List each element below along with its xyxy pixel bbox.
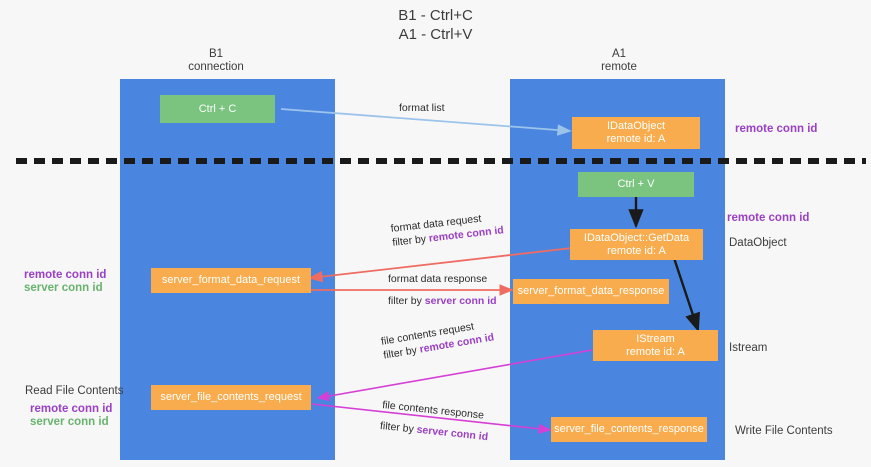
flow-label-format-list: format list bbox=[399, 102, 445, 114]
node-ctrl-c[interactable]: Ctrl + C bbox=[160, 95, 275, 123]
node-server-format-data-request[interactable]: server_format_data_request bbox=[151, 268, 311, 293]
node-istream-line1: IStream bbox=[636, 332, 675, 345]
node-istream-line2: remote id: A bbox=[626, 345, 685, 358]
node-server-file-contents-response-label: server_file_contents_response bbox=[554, 423, 704, 435]
right-label-remote-conn-id-mid: remote conn id bbox=[727, 212, 810, 224]
column-header-b1-name: B1 bbox=[208, 48, 224, 60]
node-server-file-contents-response[interactable]: server_file_contents_response bbox=[551, 417, 707, 442]
node-ctrl-v-label: Ctrl + V bbox=[617, 178, 655, 190]
left-label-read-file-contents: Read File Contents bbox=[25, 385, 124, 397]
column-header-b1: B1 connection bbox=[136, 48, 296, 74]
right-label-remote-conn-id-top: remote conn id bbox=[735, 123, 818, 135]
arrow-file-contents-response bbox=[311, 403, 552, 434]
node-getdata[interactable]: IDataObject::GetData remote id: A bbox=[570, 229, 703, 260]
node-server-file-contents-request-label: server_file_contents_request bbox=[160, 391, 302, 403]
node-idataobject-line2: remote id: A bbox=[606, 133, 666, 145]
flow-label-format-data-response-line1: format data response bbox=[388, 273, 488, 285]
flow-label-format-data-response-line2: filter by server conn id bbox=[388, 294, 497, 308]
node-ctrl-c-label: Ctrl + C bbox=[198, 102, 237, 115]
node-server-format-data-response-label: server_format_data_response bbox=[517, 285, 665, 297]
node-istream[interactable]: IStream remote id: A bbox=[593, 330, 718, 361]
left-label-server-conn-id-1: server conn id bbox=[24, 282, 103, 294]
flow-label-fdresp-prefix: filter by bbox=[388, 295, 425, 307]
node-idataobject-line1: IDataObject bbox=[606, 120, 666, 132]
title-line-2: A1 - Ctrl+V bbox=[398, 26, 473, 43]
arrow-getdata-to-istream bbox=[672, 257, 700, 333]
column-header-a1-sub: remote bbox=[601, 61, 637, 73]
right-label-write-file-contents: Write File Contents bbox=[735, 425, 833, 437]
node-ctrl-v[interactable]: Ctrl + V bbox=[578, 172, 694, 197]
node-server-file-contents-request[interactable]: server_file_contents_request bbox=[151, 385, 311, 410]
node-getdata-line2: remote id: A bbox=[607, 244, 666, 257]
arrow-format-list bbox=[280, 108, 572, 136]
arrow-format-data-request bbox=[308, 247, 573, 283]
left-label-server-conn-id-2: server conn id bbox=[30, 416, 109, 428]
left-label-remote-conn-id-2: remote conn id bbox=[30, 403, 113, 415]
node-server-format-data-response[interactable]: server_format_data_response bbox=[513, 279, 669, 304]
title-line-1: B1 - Ctrl+C bbox=[398, 7, 473, 24]
column-header-a1-name: A1 bbox=[611, 48, 627, 60]
arrow-file-contents-request bbox=[316, 349, 593, 402]
node-idataobject[interactable]: IDataObject remote id: A bbox=[572, 117, 700, 149]
column-header-a1: A1 remote bbox=[539, 48, 699, 74]
flow-label-fdresp-key: server conn id bbox=[424, 295, 497, 307]
node-getdata-line1: IDataObject::GetData bbox=[583, 231, 690, 244]
flow-label-format-data-response: format data response filter by server co… bbox=[388, 272, 497, 308]
left-label-remote-conn-id-1: remote conn id bbox=[24, 269, 107, 281]
right-label-dataobject: DataObject bbox=[729, 237, 787, 249]
right-label-istream: Istream bbox=[729, 342, 768, 354]
page-title: B1 - Ctrl+C A1 - Ctrl+V bbox=[0, 6, 871, 44]
column-header-b1-sub: connection bbox=[188, 61, 244, 73]
node-server-format-data-request-label: server_format_data_request bbox=[161, 274, 301, 286]
